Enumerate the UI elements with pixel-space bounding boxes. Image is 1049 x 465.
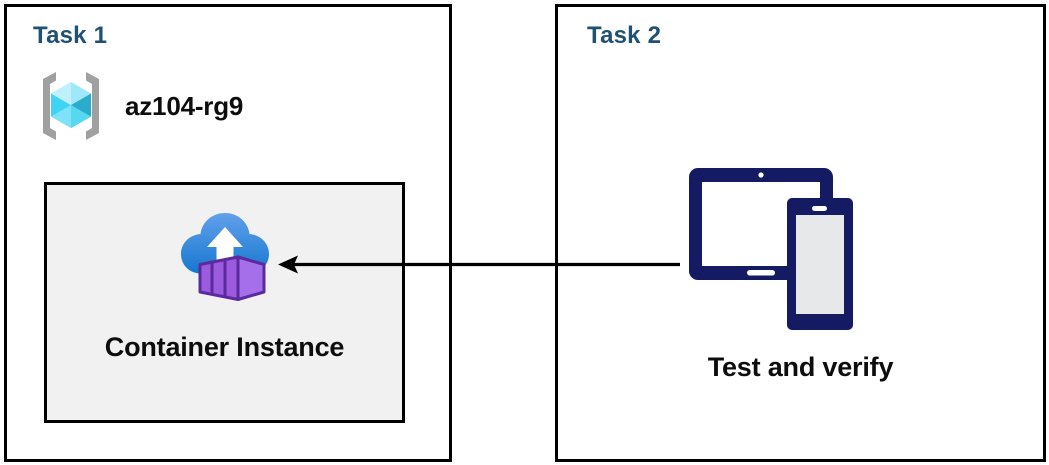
- container-instance-card: Container Instance: [44, 182, 405, 423]
- devices-label: Test and verify: [707, 352, 894, 382]
- resource-group-label: az104-rg9: [125, 90, 244, 121]
- container-instance-label: Container Instance: [104, 332, 345, 362]
- task-panel-title: Task 2: [587, 22, 662, 49]
- resource-group-icon: [35, 69, 107, 143]
- resource-group-row: az104-rg9: [35, 69, 243, 143]
- task-panel-title: Task 1: [33, 22, 108, 49]
- task-panel-task1: Task 1: [4, 4, 452, 462]
